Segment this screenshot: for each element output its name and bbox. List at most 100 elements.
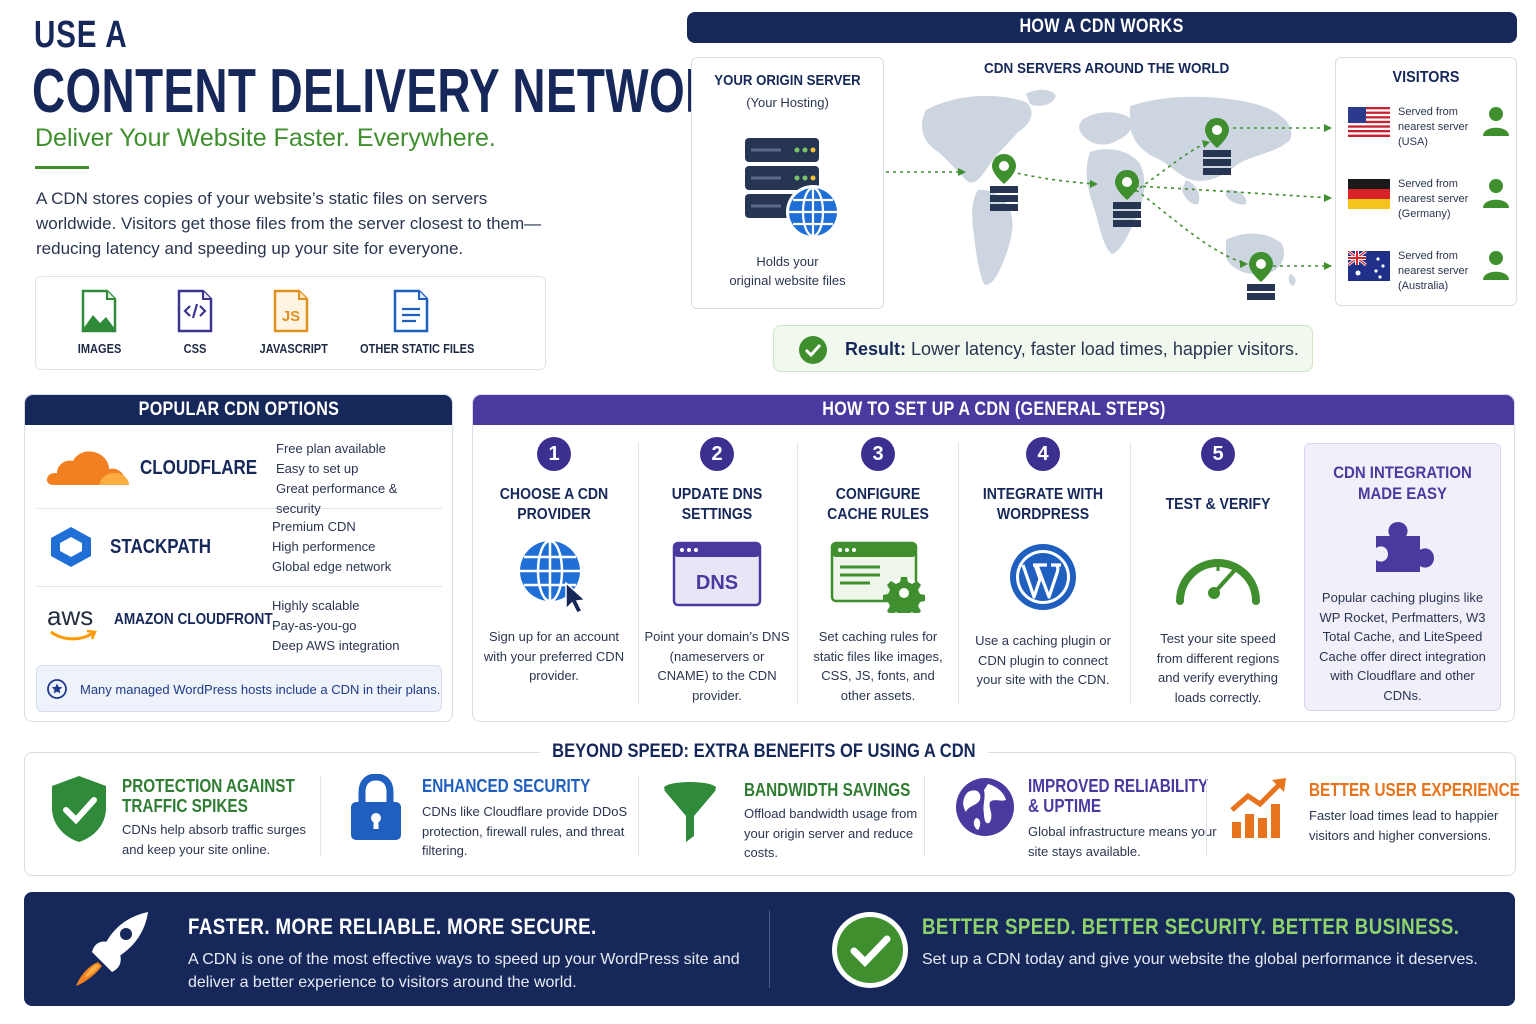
footer-right-title: BETTER SPEED. BETTER SECURITY. BETTER BU… <box>922 914 1460 939</box>
provider-feature: Great performance & security <box>276 481 398 516</box>
step-description: Set caching rules for static files like … <box>813 629 943 703</box>
js-file-icon: JS <box>273 289 309 333</box>
visitor-row-australia: Served from nearest server (Australia) <box>1346 249 1511 299</box>
growth-chart-icon <box>1230 778 1286 838</box>
provider-features: Premium CDN High performence Global edge… <box>272 517 391 577</box>
benefit-divider <box>1206 776 1207 856</box>
step-divider <box>1130 442 1131 704</box>
benefit-text: IMPROVED RELIABILITY & UPTIME Global inf… <box>1028 776 1228 861</box>
integration-title: CDN INTEGRATION MADE EASY <box>1317 462 1489 504</box>
benefit-title-line: PROTECTION AGAINST <box>122 776 295 796</box>
origin-caption: Holds your original website files <box>692 252 883 290</box>
provider-name: AMAZON CLOUDFRONT <box>114 611 273 628</box>
provider-feature: Global edge network <box>272 559 392 574</box>
file-type-label: CSS <box>183 341 207 356</box>
origin-caption-line: original website files <box>729 273 846 288</box>
provider-feature: Free plan available <box>276 441 386 456</box>
note-text: Many managed WordPress hosts include a C… <box>80 682 441 697</box>
integration-title-line: CDN INTEGRATION <box>1333 463 1472 482</box>
benefit-title-line: BETTER USER EXPERIENCE <box>1309 780 1520 800</box>
benefit-divider <box>924 776 925 856</box>
step-number: 4 <box>1026 437 1060 471</box>
step-number: 1 <box>537 437 571 471</box>
australia-flag <box>1348 251 1390 281</box>
page-subtitle: Deliver Your Website Faster. Everywhere. <box>35 124 496 152</box>
step-title: TEST & VERIFY <box>1148 485 1289 527</box>
setup-steps-header: HOW TO SET UP A CDN (GENERAL STEPS) <box>473 395 1514 425</box>
benefit-text: BANDWIDTH SAVINGS Offload bandwidth usag… <box>744 780 924 863</box>
provider-feature: Highly scalable <box>272 598 360 613</box>
step-divider <box>797 442 798 704</box>
cache-settings-icon <box>830 541 925 613</box>
visitor-line: (Australia) <box>1398 280 1449 292</box>
speed-gauge-icon <box>1176 559 1260 605</box>
provider-stackpath: STACKPATH Premium CDN High performence G… <box>37 509 442 587</box>
shield-check-icon <box>52 776 106 842</box>
benefit-description: Faster load times lead to happier visito… <box>1309 808 1499 843</box>
popular-cdn-header: POPULAR CDN OPTIONS <box>25 395 452 425</box>
step-divider <box>958 442 959 704</box>
benefits-title: BEYOND SPEED: EXTRA BENEFITS OF USING A … <box>540 741 988 763</box>
funnel-icon <box>664 782 716 842</box>
popular-cdn-title: POPULAR CDN OPTIONS <box>138 399 339 420</box>
file-type-css: CSS <box>170 289 220 356</box>
how-cdn-works-header: HOW A CDN WORKS <box>687 12 1517 43</box>
step-description: Sign up for an account with your preferr… <box>483 629 625 683</box>
step-divider <box>638 442 639 704</box>
benefit-text: ENHANCED SECURITY CDNs like Cloudflare p… <box>422 776 632 861</box>
provider-feature: Premium CDN <box>272 519 356 534</box>
origin-subtitle: (Your Hosting) <box>746 95 829 110</box>
eyebrow-title: USE A <box>34 14 128 56</box>
check-circle-icon <box>832 912 908 988</box>
file-type-other: OTHER STATIC FILES <box>351 289 474 356</box>
visitor-line: nearest server <box>1398 265 1469 277</box>
usa-flag <box>1348 107 1390 137</box>
page-description: A CDN stores copies of your website’s st… <box>36 189 542 258</box>
code-file-icon <box>177 289 213 333</box>
visitor-line: Served from <box>1398 250 1458 262</box>
benefit-title-line: IMPROVED RELIABILITY <box>1028 776 1209 796</box>
user-icon <box>1483 251 1509 280</box>
setup-steps-title: HOW TO SET UP A CDN (GENERAL STEPS) <box>821 399 1166 420</box>
benefit-title-line: BANDWIDTH SAVINGS <box>744 780 911 800</box>
rocket-icon <box>76 912 148 986</box>
check-circle-icon <box>799 336 827 364</box>
file-type-label: JAVASCRIPT <box>259 341 328 356</box>
integration-description: Popular caching plugins like WP Rocket, … <box>1319 590 1486 703</box>
provider-features: Highly scalable Pay-as-you-go Deep AWS i… <box>272 596 399 656</box>
document-file-icon <box>393 289 429 333</box>
server-globe-icon <box>744 138 840 239</box>
step-description: Use a caching plugin or CDN plugin to co… <box>975 633 1111 687</box>
visitor-text: Served from nearest server (Australia) <box>1398 249 1468 294</box>
user-icon <box>1483 107 1509 136</box>
germany-flag <box>1348 179 1390 209</box>
benefit-title-line: ENHANCED SECURITY <box>422 776 591 796</box>
provider-feature: Pay-as-you-go <box>272 618 357 633</box>
provider-cloudflare: CLOUDFLARE Free plan available Easy to s… <box>37 435 442 516</box>
wordpress-logo-icon <box>1010 544 1076 610</box>
benefit-divider <box>638 776 639 856</box>
provider-features: Free plan available Easy to set up Great… <box>276 439 442 519</box>
step-number: 2 <box>700 437 734 471</box>
padlock-icon <box>351 774 401 840</box>
page-title: CONTENT DELIVERY NETWORK <box>32 57 753 126</box>
benefit-divider <box>320 776 321 856</box>
globe-cursor-icon <box>520 539 587 613</box>
footer-banner: FASTER. MORE RELIABLE. MORE SECURE. A CD… <box>24 892 1515 1006</box>
provider-name: STACKPATH <box>110 536 212 558</box>
world-map <box>886 89 1332 300</box>
step-title-line: CHOOSE A CDN <box>499 486 609 503</box>
visitor-line: (Germany) <box>1398 208 1451 220</box>
puzzle-piece-icon <box>1375 522 1434 572</box>
dns-window-icon: DNS <box>672 541 762 607</box>
step-title-line: UPDATE DNS <box>671 486 763 503</box>
image-file-icon <box>81 289 117 333</box>
globe-icon <box>956 778 1014 836</box>
footer-right: BETTER SPEED. BETTER SECURITY. BETTER BU… <box>922 914 1492 971</box>
dns-icon-text: DNS <box>696 572 738 594</box>
